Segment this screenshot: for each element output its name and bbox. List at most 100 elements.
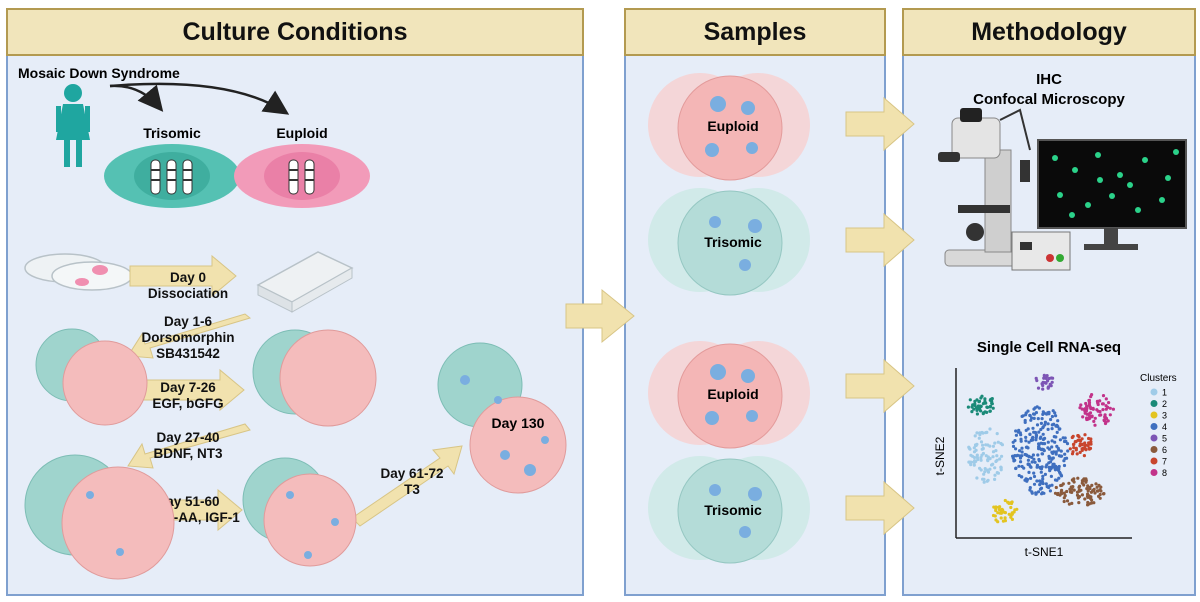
cluster-4-point <box>1054 414 1058 418</box>
cluster-4-point <box>1051 462 1055 466</box>
cluster-7-point <box>1074 448 1078 452</box>
cluster-8-point <box>1088 411 1093 415</box>
cluster-7-point <box>1086 443 1090 448</box>
cluster-1-point <box>979 468 983 472</box>
cluster-1-point <box>967 460 971 464</box>
cluster-4-point <box>1039 435 1043 439</box>
cluster-8-point <box>1106 405 1110 409</box>
cluster-5-point <box>1046 379 1050 383</box>
cluster-4-point <box>1017 464 1021 468</box>
cluster-1-point <box>981 431 985 435</box>
cluster-4-point <box>1050 457 1054 461</box>
cluster-1-point <box>995 432 999 436</box>
cluster-1-point <box>988 467 992 471</box>
cluster-6-point <box>1059 483 1063 488</box>
cluster-4-point <box>1046 440 1050 444</box>
cluster-6-point <box>1077 495 1082 499</box>
cluster-1-point <box>977 436 981 440</box>
cluster-6-point <box>1062 499 1066 504</box>
methodology-panel <box>902 40 1196 596</box>
cluster-1-point <box>979 456 983 460</box>
organoid-pair-final <box>437 342 567 494</box>
cluster-2-point <box>985 410 989 414</box>
protocol-arrows <box>127 254 463 532</box>
cluster-1-point <box>993 477 997 481</box>
cluster-4-point <box>1036 490 1041 494</box>
legend-swatch-7 <box>1150 457 1158 465</box>
cluster-1-point <box>993 441 997 445</box>
cluster-4-point <box>1050 427 1054 431</box>
cluster-4-point <box>1019 460 1023 464</box>
cluster-6-point <box>1099 485 1103 489</box>
cluster-4-point <box>1050 423 1054 427</box>
cluster-4-point <box>1026 409 1030 413</box>
cluster-4-point <box>1036 453 1040 457</box>
cluster-7-point <box>1078 444 1082 448</box>
legend-swatch-8 <box>1150 469 1158 476</box>
cluster-6-point <box>1062 491 1066 495</box>
cluster-7-point <box>1075 452 1079 456</box>
cluster-2-point <box>975 412 980 416</box>
organoid-pair-late-right <box>242 457 357 567</box>
cluster-4-point <box>1056 446 1060 450</box>
well-plate-icon <box>256 251 354 313</box>
cluster-6-point <box>1086 503 1090 507</box>
cluster-4-point <box>1058 427 1062 431</box>
step-day-0-detail: Dissociation <box>148 286 228 301</box>
cluster-4-point <box>1058 438 1062 442</box>
cluster-4-point <box>1029 476 1033 480</box>
cluster-6-point <box>1082 477 1086 481</box>
cluster-1-point <box>984 431 988 435</box>
cluster-8-point <box>1093 423 1097 427</box>
legend-swatch-6 <box>1150 446 1158 453</box>
cluster-7-point <box>1082 454 1086 458</box>
cluster-1-point <box>991 444 996 448</box>
cluster-4-point <box>1035 423 1040 427</box>
cluster-4-point <box>1031 453 1035 457</box>
cluster-4-point <box>1065 456 1069 460</box>
cluster-4-point <box>1014 447 1018 451</box>
cluster-1-point <box>975 455 980 460</box>
cluster-7-point <box>1087 436 1091 441</box>
cluster-1-point <box>999 441 1003 446</box>
cluster-7-point <box>1079 439 1083 443</box>
cluster-4-point <box>1034 492 1038 496</box>
cluster-7-point <box>1078 450 1082 454</box>
cluster-4-point <box>1023 418 1027 423</box>
sample-label-3: Euploid <box>707 386 758 402</box>
cluster-4-point <box>1041 474 1045 478</box>
cluster-6-point <box>1088 485 1092 490</box>
controller-box-icon <box>1011 231 1071 271</box>
cluster-4-point <box>1024 413 1028 417</box>
x-axis-label: t-SNE1 <box>1025 545 1064 559</box>
cluster-4-point <box>1057 476 1061 480</box>
cluster-7-point <box>1089 442 1093 446</box>
cluster-4-point <box>1026 458 1030 462</box>
cluster-4-point <box>1027 470 1031 474</box>
cluster-4-point <box>1020 464 1024 469</box>
cluster-7-point <box>1071 442 1076 447</box>
cluster-3-point <box>993 514 997 518</box>
cluster-2-point <box>968 398 972 402</box>
cluster-3-point <box>992 505 996 509</box>
cluster-4-point <box>1050 445 1054 449</box>
cluster-7-point <box>1074 440 1078 444</box>
cluster-5-point <box>1044 381 1048 385</box>
cluster-6-point <box>1080 481 1084 485</box>
cluster-4-point <box>1041 410 1045 414</box>
sample-euploid-2 <box>648 341 810 449</box>
cluster-3-point <box>1009 505 1013 510</box>
cluster-2-point <box>990 399 994 403</box>
legend-swatch-5 <box>1150 434 1158 442</box>
legend-swatch-2 <box>1150 400 1158 407</box>
cluster-4-point <box>1032 471 1036 475</box>
step-day-1-6-detail2: SB431542 <box>156 346 220 361</box>
legend-label-8: 8 <box>1162 468 1167 478</box>
cluster-4-point <box>1049 474 1053 478</box>
cluster-8-point <box>1087 398 1091 402</box>
cluster-4-point <box>1028 464 1032 468</box>
cluster-7-point <box>1080 447 1084 451</box>
cluster-4-point <box>1024 439 1028 443</box>
cluster-6-point <box>1065 499 1070 503</box>
cluster-6-point <box>1054 485 1058 490</box>
